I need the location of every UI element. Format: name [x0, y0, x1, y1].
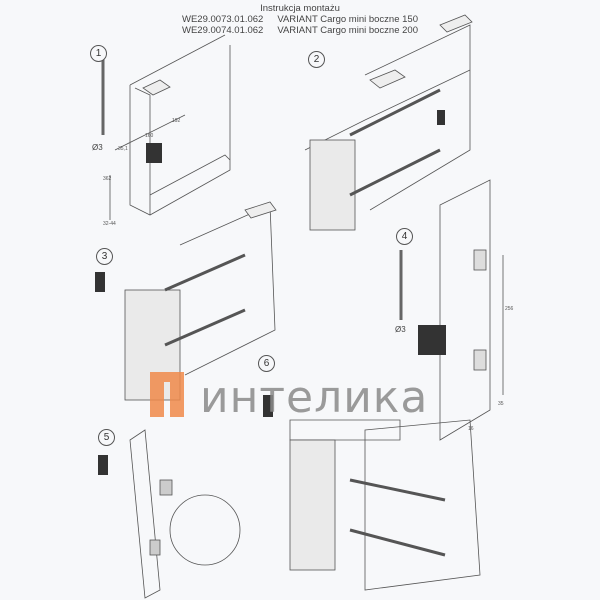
- step3-cabinet-drawing: [95, 201, 277, 401]
- dimension-label: 362: [103, 176, 112, 182]
- dimension-label: 32-44: [103, 221, 116, 227]
- step1-cabinet-drawing: 35,1 160 192 362 32-44: [101, 34, 231, 227]
- product-line-2: WE29.0074.01.062 VARIANT Cargo mini boczn…: [0, 25, 600, 36]
- watermark-text: интелика: [200, 372, 429, 423]
- step-number-5: 5: [98, 429, 115, 446]
- drill-diameter-label: Ø3: [395, 325, 406, 334]
- product-name: VARIANT Cargo mini boczne 200: [277, 25, 418, 36]
- dimension-label: 35: [498, 401, 504, 407]
- product-name: VARIANT Cargo mini boczne 150: [277, 14, 418, 25]
- step-number-3: 3: [96, 248, 113, 265]
- product-code: WE29.0073.01.062: [182, 14, 264, 25]
- step2-cabinet-drawing: [304, 14, 473, 231]
- product-line-1: WE29.0073.01.062 VARIANT Cargo mini boczn…: [0, 14, 600, 25]
- step-number-2: 2: [308, 51, 325, 68]
- step-number-1: 1: [90, 45, 107, 62]
- step-number-4: 4: [396, 228, 413, 245]
- step6-cabinet-drawing: [263, 395, 481, 591]
- product-code: WE29.0074.01.062: [182, 25, 264, 36]
- step5-panel-drawing: [98, 429, 241, 599]
- watermark-logo: [150, 372, 184, 417]
- drill-diameter-label: Ø3: [92, 143, 103, 152]
- document-title: Instrukcja montażu: [260, 3, 340, 14]
- dimension-label: 192: [172, 118, 181, 124]
- dimension-label: 160: [145, 133, 154, 139]
- step-number-6: 6: [258, 355, 275, 372]
- dimension-label: 256: [505, 306, 514, 312]
- dimension-label: 35,1: [118, 146, 128, 152]
